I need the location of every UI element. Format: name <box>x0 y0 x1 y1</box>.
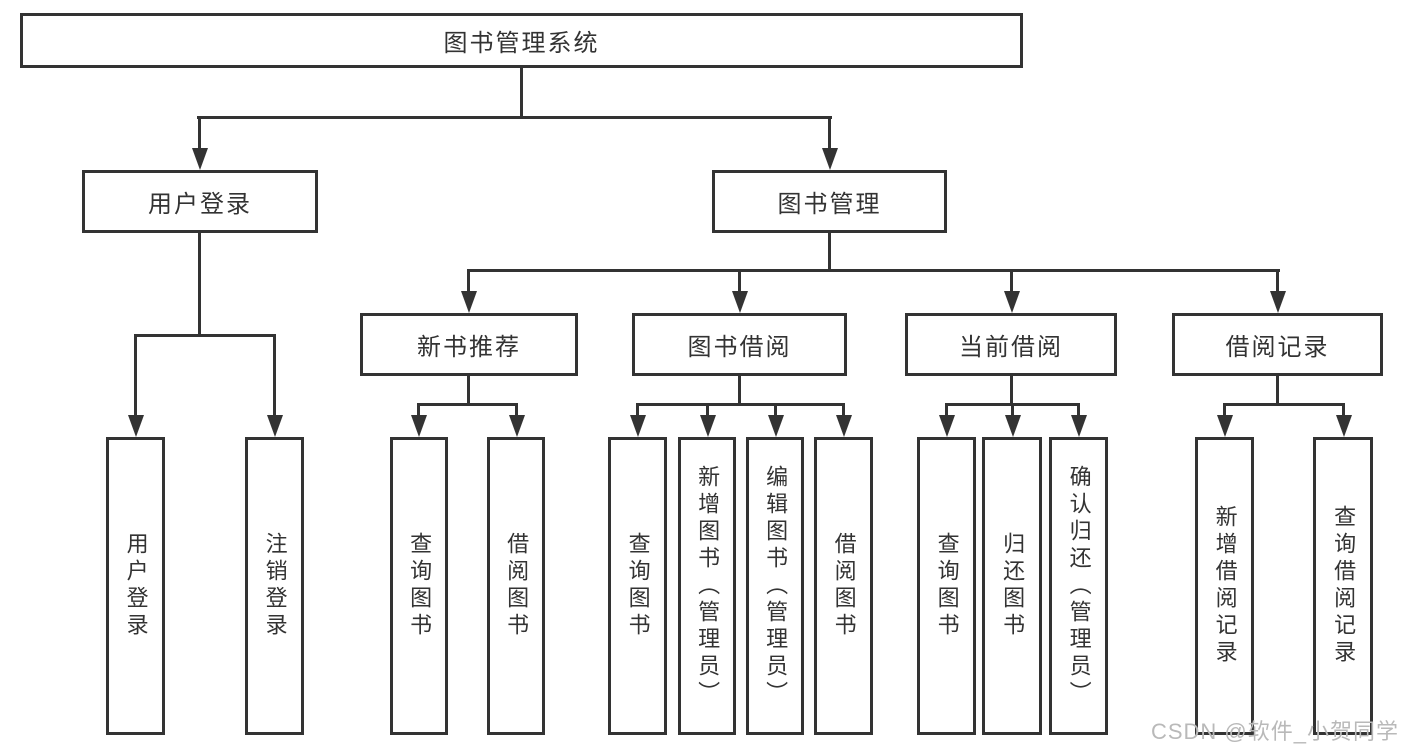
connector-line <box>636 403 639 419</box>
arrow-down-icon <box>1217 415 1233 437</box>
connector-line <box>198 231 201 337</box>
node-label: 查询图书 <box>934 532 960 640</box>
connector-line <box>1011 403 1014 419</box>
node-label: 图书借阅 <box>687 334 792 361</box>
connector-line <box>1010 269 1013 296</box>
connector-line <box>467 269 470 296</box>
node-label: 当前借阅 <box>959 334 1063 361</box>
node-label: 用户登录 <box>148 191 252 218</box>
leaf-edit-books-admin: 编辑图书（管理员） <box>746 437 804 735</box>
arrow-down-icon <box>128 415 144 437</box>
node-new-book-recommend: 新书推荐 <box>360 313 578 376</box>
connector-line <box>273 334 276 418</box>
connector-line <box>197 116 832 119</box>
node-book-borrow: 图书借阅 <box>632 313 847 376</box>
connector-line <box>1276 374 1279 406</box>
leaf-confirm-return-admin: 确认归还（管理员） <box>1049 437 1108 735</box>
arrow-down-icon <box>1071 415 1087 437</box>
node-user-login: 用户登录 <box>82 170 318 233</box>
connector-line <box>134 334 276 337</box>
node-label: 查询借阅记录 <box>1331 505 1357 667</box>
node-current-borrow: 当前借阅 <box>905 313 1117 376</box>
connector-line <box>1342 403 1345 419</box>
connector-line <box>198 116 201 150</box>
connector-line <box>515 403 518 419</box>
leaf-return-books: 归还图书 <box>982 437 1042 735</box>
node-book-management: 图书管理 <box>712 170 947 233</box>
leaf-query-books-borrow: 查询图书 <box>608 437 667 735</box>
arrow-down-icon <box>411 415 427 437</box>
connector-line <box>1276 269 1279 296</box>
connector-line <box>738 269 741 296</box>
connector-line <box>467 269 1280 272</box>
connector-line <box>417 403 518 406</box>
arrow-down-icon <box>836 415 852 437</box>
connector-line <box>828 116 831 150</box>
connector-line <box>842 403 845 419</box>
node-label: 借阅记录 <box>1225 334 1330 361</box>
connector-line <box>1223 403 1226 419</box>
arrow-down-icon <box>822 148 838 170</box>
connector-line <box>774 403 777 419</box>
arrow-down-icon <box>461 291 477 313</box>
node-label: 借阅图书 <box>504 532 530 640</box>
arrow-down-icon <box>1270 291 1286 313</box>
node-label: 图书管理 <box>777 191 882 218</box>
connector-line <box>467 374 470 406</box>
leaf-add-borrow-record: 新增借阅记录 <box>1195 437 1254 735</box>
node-label: 用户登录 <box>123 532 149 640</box>
connector-line <box>134 334 137 418</box>
connector-line <box>1077 403 1080 419</box>
leaf-add-books-admin: 新增图书（管理员） <box>678 437 736 735</box>
connector-line <box>738 374 741 406</box>
arrow-down-icon <box>1004 291 1020 313</box>
node-label: 注销登录 <box>262 532 288 640</box>
arrow-down-icon <box>700 415 716 437</box>
connector-line <box>417 403 420 419</box>
connector-line <box>1010 374 1013 406</box>
arrow-down-icon <box>509 415 525 437</box>
node-label: 查询图书 <box>625 532 651 640</box>
node-label: 新书推荐 <box>417 334 521 361</box>
node-label: 新增借阅记录 <box>1212 505 1238 667</box>
leaf-borrow-books-recommend: 借阅图书 <box>487 437 545 735</box>
arrow-down-icon <box>939 415 955 437</box>
node-borrow-records: 借阅记录 <box>1172 313 1383 376</box>
arrow-down-icon <box>768 415 784 437</box>
leaf-borrow-books: 借阅图书 <box>814 437 873 735</box>
node-label: 归还图书 <box>1000 532 1026 640</box>
connector-line <box>1223 403 1345 406</box>
connector-line <box>520 67 523 117</box>
connector-line <box>828 231 831 272</box>
leaf-user-login: 用户登录 <box>106 437 165 735</box>
node-label: 借阅图书 <box>831 532 857 640</box>
arrow-down-icon <box>192 148 208 170</box>
leaf-query-borrow-record: 查询借阅记录 <box>1313 437 1373 735</box>
arrow-down-icon <box>267 415 283 437</box>
arrow-down-icon <box>630 415 646 437</box>
leaf-query-books-recommend: 查询图书 <box>390 437 448 735</box>
node-label: 查询图书 <box>407 532 433 640</box>
leaf-query-books-current: 查询图书 <box>917 437 976 735</box>
connector-line <box>636 403 845 406</box>
node-root-library-system: 图书管理系统 <box>20 13 1023 68</box>
connector-line <box>945 403 948 419</box>
node-label: 确认归还（管理员） <box>1066 464 1092 708</box>
connector-line <box>706 403 709 419</box>
node-label: 新增图书（管理员） <box>695 464 721 708</box>
arrow-down-icon <box>1005 415 1021 437</box>
arrow-down-icon <box>732 291 748 313</box>
leaf-logout: 注销登录 <box>245 437 304 735</box>
node-label: 图书管理系统 <box>443 30 600 57</box>
node-label: 编辑图书（管理员） <box>763 464 789 708</box>
csdn-watermark: CSDN @软件_小贺同学 <box>1150 719 1399 744</box>
arrow-down-icon <box>1336 415 1352 437</box>
